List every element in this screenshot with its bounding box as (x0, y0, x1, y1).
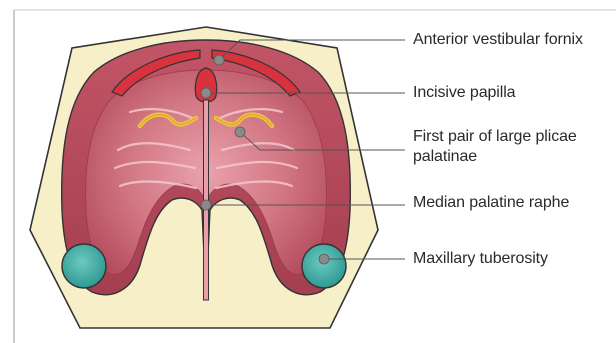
marker-tuberosity (319, 254, 329, 264)
label-first-pair-plicae: First pair of large plicae palatinae (413, 127, 613, 167)
label-first-pair-plicae-line2: palatinae (413, 147, 613, 167)
label-first-pair-plicae-line1: First pair of large plicae (413, 127, 613, 147)
marker-papilla (201, 88, 211, 98)
tuberosity-right (302, 244, 346, 288)
label-maxillary-tuberosity: Maxillary tuberosity (413, 249, 548, 269)
label-anterior-vestibular-fornix: Anterior vestibular fornix (413, 30, 583, 50)
label-incisive-papilla: Incisive papilla (413, 83, 515, 103)
marker-plicae (235, 127, 245, 137)
tuberosity-left (62, 244, 106, 288)
marker-raphe (201, 200, 211, 210)
label-median-palatine-raphe: Median palatine raphe (413, 193, 569, 213)
marker-fornix (214, 55, 224, 65)
